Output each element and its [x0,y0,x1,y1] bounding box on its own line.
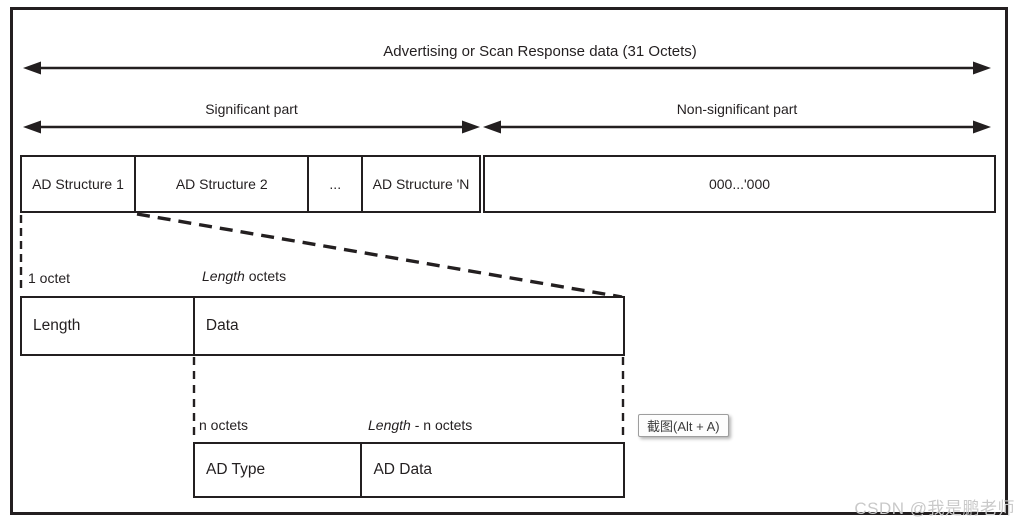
one-octet-label: 1 octet [28,270,71,286]
length-octets-label-italic: Length [202,268,245,284]
significant-part-label: Significant part [205,101,298,117]
diagram-outer-frame [10,7,1008,515]
diagram-title: Advertising or Scan Response data (31 Oc… [383,43,697,60]
ad-type-cell: AD Type [206,461,266,478]
ad-structure-1-cell: AD Structure 1 [32,176,124,192]
screenshot-tooltip-text: 截图(Alt + A) [647,419,720,434]
ad-structure-n-cell: AD Structure 'N [361,157,479,211]
non-significant-zeros-cell: 000...'000 [483,155,996,213]
data-cell: Data [192,298,623,354]
length-octets-label: Length octets [202,268,287,284]
ad-structures-row: AD Structure 1 AD Structure 2 ... AD Str… [20,155,481,213]
csdn-watermark: CSDN @我是鹏老师 [854,499,1015,518]
length-minus-n-octets-label: Length - n octets [368,417,473,433]
ad-structure-2-cell: AD Structure 2 [134,157,307,211]
n-octets-label: n octets [199,417,249,433]
length-octets-label-rest: octets [244,268,287,284]
length-cell: Length [33,317,81,334]
screenshot-tooltip: 截图(Alt + A) [638,414,729,437]
ad-type-data-row: AD Type AD Data [193,442,625,498]
length-minus-n-octets-label-italic: Length [368,417,411,433]
length-data-row: Length Data [20,296,625,356]
ad-data-cell: AD Data [360,444,623,496]
ad-structure-ellipsis-cell: ... [307,157,361,211]
non-significant-part-label: Non-significant part [676,101,798,117]
length-minus-n-octets-label-rest: - n octets [410,417,473,433]
